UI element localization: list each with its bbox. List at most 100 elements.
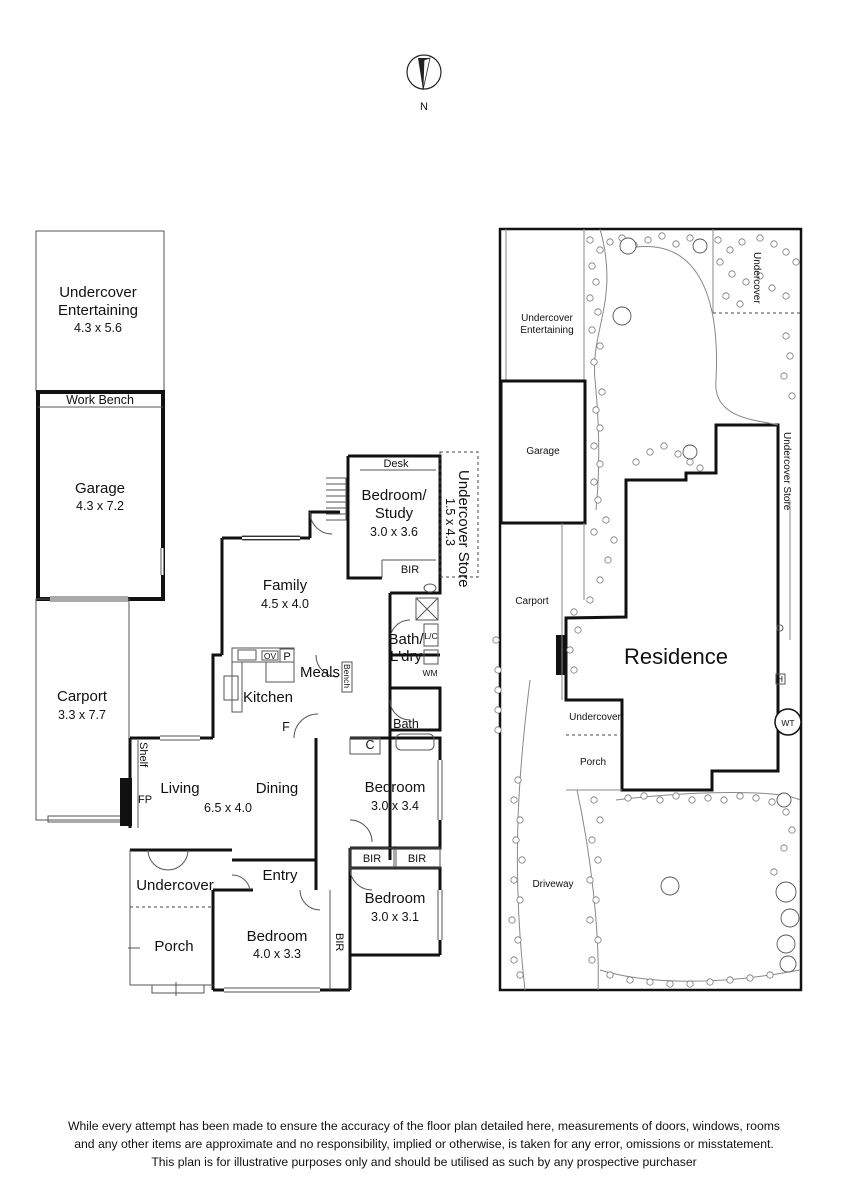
shrub-icon — [704, 794, 712, 802]
shrub-icon — [596, 460, 604, 468]
shrub-icon — [516, 816, 524, 824]
oven-label: OV — [264, 651, 277, 661]
family-label: Family — [263, 577, 308, 594]
bir-vertical-label: BIR — [333, 933, 345, 951]
shrub-icon — [756, 234, 764, 242]
disclaimer-line-1: While every attempt has been made to ens… — [68, 1119, 780, 1133]
bedroom-study-bir-label: BIR — [401, 564, 419, 576]
shrub-icon — [726, 976, 734, 984]
shrub-icon — [674, 450, 682, 458]
shrub-icon — [586, 916, 594, 924]
bedroom-front-size: 4.0 x 3.3 — [253, 947, 301, 961]
shrub-icon — [792, 258, 800, 266]
undercover-entertaining-label-2: Entertaining — [58, 302, 138, 319]
work-bench-label: Work Bench — [66, 393, 134, 407]
shrub-icon — [672, 792, 680, 800]
shrub-icon — [716, 258, 724, 266]
shrub-icon — [590, 442, 598, 450]
shrub-icon — [644, 236, 652, 244]
bath-laundry-label-2: L'dry — [390, 648, 423, 665]
bedroom-study-label-1: Bedroom/ — [361, 487, 427, 504]
site-undercover: Undercover — [569, 712, 621, 723]
compass-label: N — [420, 101, 428, 113]
cupboard-label: C — [365, 738, 374, 752]
shrub-icon — [632, 458, 640, 466]
shrub-icon — [606, 971, 614, 979]
shrub-icon — [586, 876, 594, 884]
shrub-icon — [788, 392, 796, 400]
shrub-icon — [516, 971, 524, 979]
tree-icon — [780, 908, 800, 928]
pantry-label: P — [283, 651, 290, 663]
disclaimer: While every attempt has been made to ens… — [0, 1117, 848, 1171]
tree-icon — [779, 955, 797, 973]
shrub-icon — [494, 706, 502, 714]
shrub-icon — [606, 238, 614, 246]
shrub-icon — [574, 626, 582, 634]
shrub-icon — [590, 796, 598, 804]
site-plan — [498, 227, 803, 992]
shrub-icon — [686, 458, 694, 466]
shrub-icon — [508, 916, 516, 924]
shrub-icon — [602, 516, 610, 524]
shrub-icon — [782, 292, 790, 300]
garage-size: 4.3 x 7.2 — [76, 499, 124, 513]
shrub-icon — [782, 332, 790, 340]
bedroom-right-1-size: 3.0 x 3.4 — [371, 799, 419, 813]
shrub-icon — [768, 284, 776, 292]
site-undercover-store: Undercover Store — [781, 432, 792, 511]
bir-left-label: BIR — [363, 853, 381, 865]
tree-icon — [612, 306, 632, 326]
undercover-store-size: 1.5 x 4.3 — [443, 498, 457, 546]
shrub-icon — [646, 978, 654, 986]
shrub-icon — [780, 372, 788, 380]
north-compass-icon — [406, 54, 442, 91]
undercover-entertaining-size: 4.3 x 5.6 — [74, 321, 122, 335]
shrub-icon — [770, 868, 778, 876]
shrub-icon — [588, 326, 596, 334]
tree-icon — [619, 237, 637, 255]
shrub-icon — [512, 836, 520, 844]
shrub-icon — [596, 576, 604, 584]
tree-icon — [660, 876, 680, 896]
bedroom-front-label: Bedroom — [247, 928, 308, 945]
shrub-icon — [768, 798, 776, 806]
shrub-icon — [596, 424, 604, 432]
shrub-icon — [752, 794, 760, 802]
meals-label: Meals — [300, 664, 340, 681]
bedroom-right-2-size: 3.0 x 3.1 — [371, 910, 419, 924]
shrub-icon — [570, 608, 578, 616]
bedroom-right-1-label: Bedroom — [365, 779, 426, 796]
shrub-icon — [660, 442, 668, 450]
shrub-icon — [510, 956, 518, 964]
bir-right-label: BIR — [408, 853, 426, 865]
shrub-icon — [586, 596, 594, 604]
carport-label: Carport — [57, 688, 108, 705]
linen-cupboard-label: L/C — [424, 631, 437, 641]
shrub-icon — [598, 388, 606, 396]
dining-label: Dining — [256, 780, 299, 797]
shrub-icon — [780, 844, 788, 852]
shrub-icon — [516, 896, 524, 904]
disclaimer-line-3: This plan is for illustrative purposes o… — [151, 1155, 697, 1169]
shrub-icon — [658, 232, 666, 240]
shrub-icon — [610, 536, 618, 544]
shrub-icon — [588, 262, 596, 270]
shrub-icon — [588, 836, 596, 844]
shrub-icon — [646, 448, 654, 456]
site-h-label: H — [777, 674, 783, 684]
shrub-icon — [738, 238, 746, 246]
shrub-icon — [756, 272, 764, 280]
site-undercover-entertaining-1: Undercover — [521, 313, 573, 324]
floor-plan — [35, 230, 479, 996]
tree-icon — [692, 238, 708, 254]
tree-icon — [776, 792, 792, 808]
undercover-entertaining-label-1: Undercover — [59, 284, 137, 301]
bedroom-study-size: 3.0 x 3.6 — [370, 525, 418, 539]
shrub-icon — [596, 816, 604, 824]
family-size: 4.5 x 4.0 — [261, 597, 309, 611]
shrub-icon — [514, 776, 522, 784]
undercover-label: Undercover — [136, 877, 214, 894]
shrub-icon — [596, 246, 604, 254]
shrub-icon — [736, 792, 744, 800]
